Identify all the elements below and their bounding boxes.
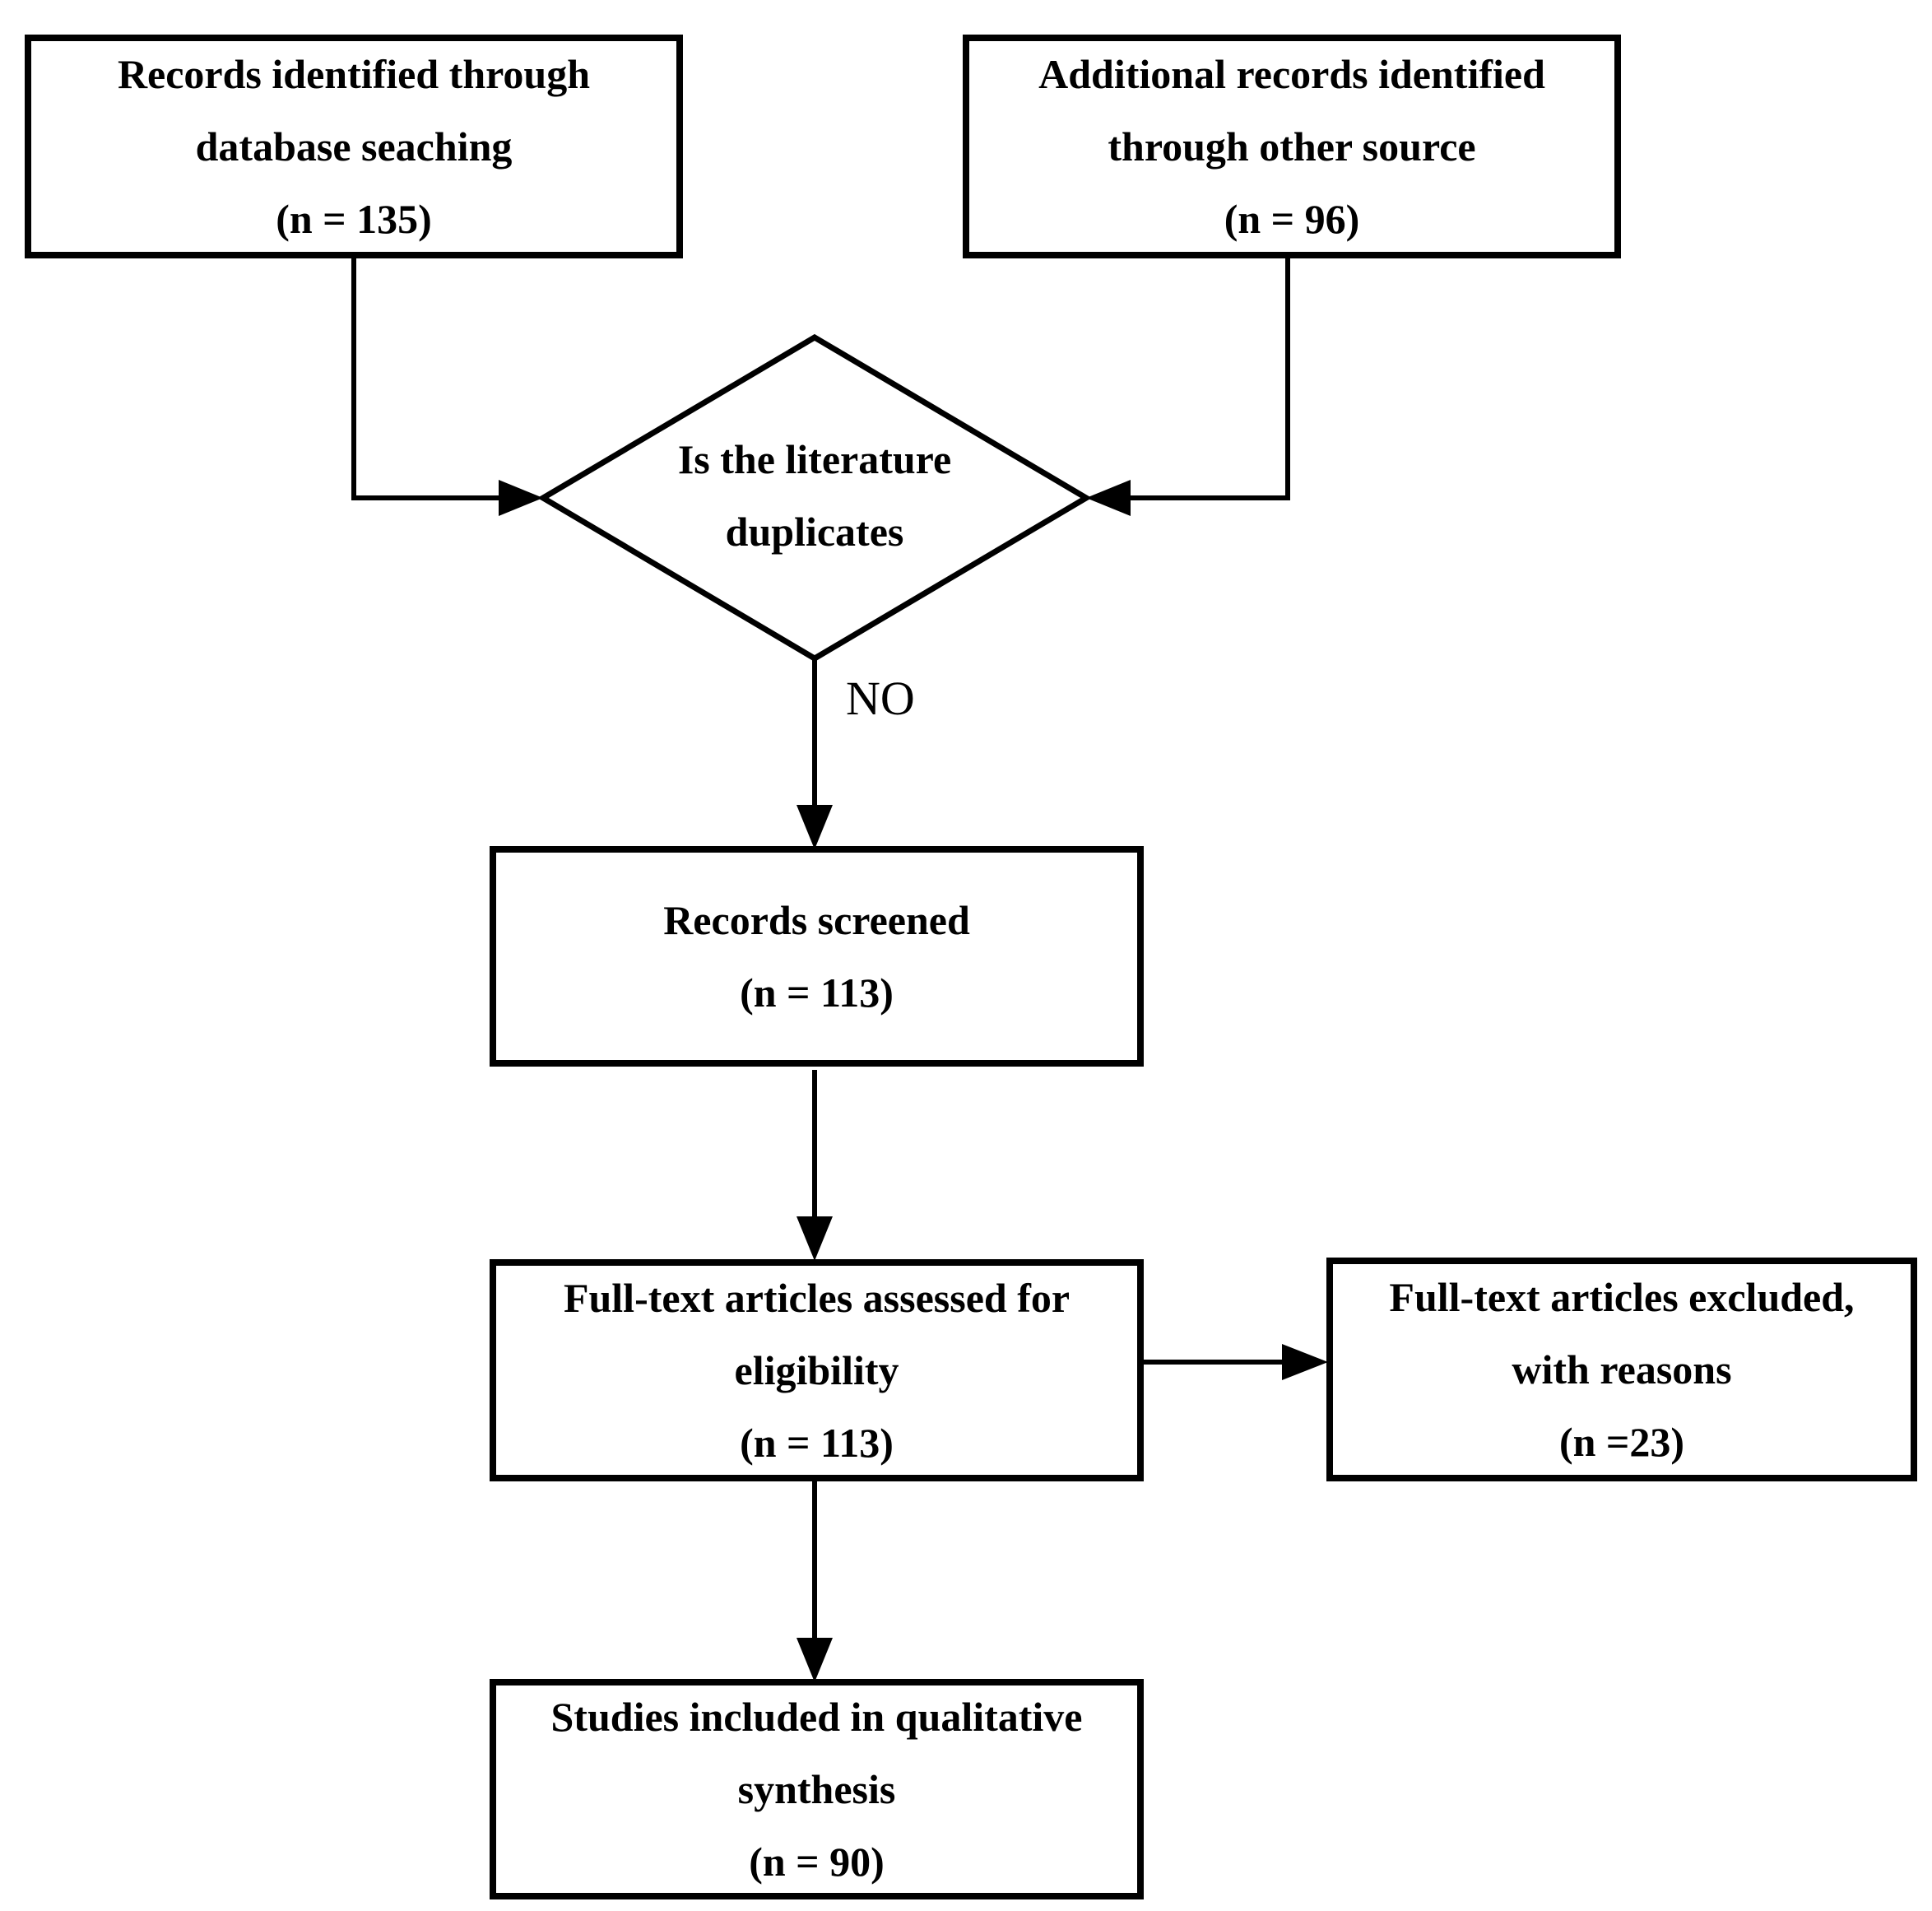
arrowhead-down-icon [796, 1216, 833, 1261]
branch-label-no: NO [846, 672, 915, 725]
decision-line: Is the literature [677, 436, 952, 482]
arrowhead-down-icon [796, 1638, 833, 1682]
box-line: Studies included in qualitative [550, 1694, 1083, 1740]
decision-diamond-label: Is the literature duplicates [576, 423, 1053, 568]
arrowhead-right-icon [499, 480, 543, 516]
box-line: Full-text articles excluded, [1389, 1274, 1855, 1320]
connector-additional-to-decision [1124, 258, 1290, 500]
box-records-identified: Records identified through database seac… [25, 35, 683, 258]
box-line: synthesis [737, 1766, 896, 1812]
arrowhead-down-icon [796, 805, 833, 849]
box-line: Full-text articles assessed for [563, 1275, 1070, 1321]
box-line: through other source [1108, 123, 1476, 170]
box-line: (n = 113) [740, 1420, 894, 1466]
arrowhead-left-icon [1086, 480, 1131, 516]
box-line: eligibility [734, 1347, 899, 1393]
box-line: database seaching [195, 123, 513, 170]
box-line: Records identified through [117, 51, 591, 97]
decision-line: duplicates [725, 509, 904, 555]
box-line: (n = 113) [740, 969, 894, 1016]
box-fulltext-assessed: Full-text articles assessed for eligibil… [490, 1259, 1144, 1481]
box-line: Additional records identified [1038, 51, 1545, 97]
box-line: (n = 90) [749, 1839, 885, 1885]
connector-records-to-decision [351, 258, 505, 500]
box-studies-included: Studies included in qualitative synthesi… [490, 1679, 1144, 1899]
box-line: (n = 96) [1224, 196, 1360, 242]
box-line: Records screened [663, 897, 970, 943]
box-additional-records: Additional records identified through ot… [963, 35, 1621, 258]
box-records-screened: Records screened (n = 113) [490, 846, 1144, 1067]
box-line: (n = 135) [276, 196, 432, 242]
box-fulltext-excluded: Full-text articles excluded, with reason… [1326, 1258, 1917, 1481]
box-line: with reasons [1512, 1346, 1732, 1393]
box-line: (n =23) [1558, 1419, 1685, 1465]
arrowhead-right-icon [1282, 1344, 1328, 1380]
